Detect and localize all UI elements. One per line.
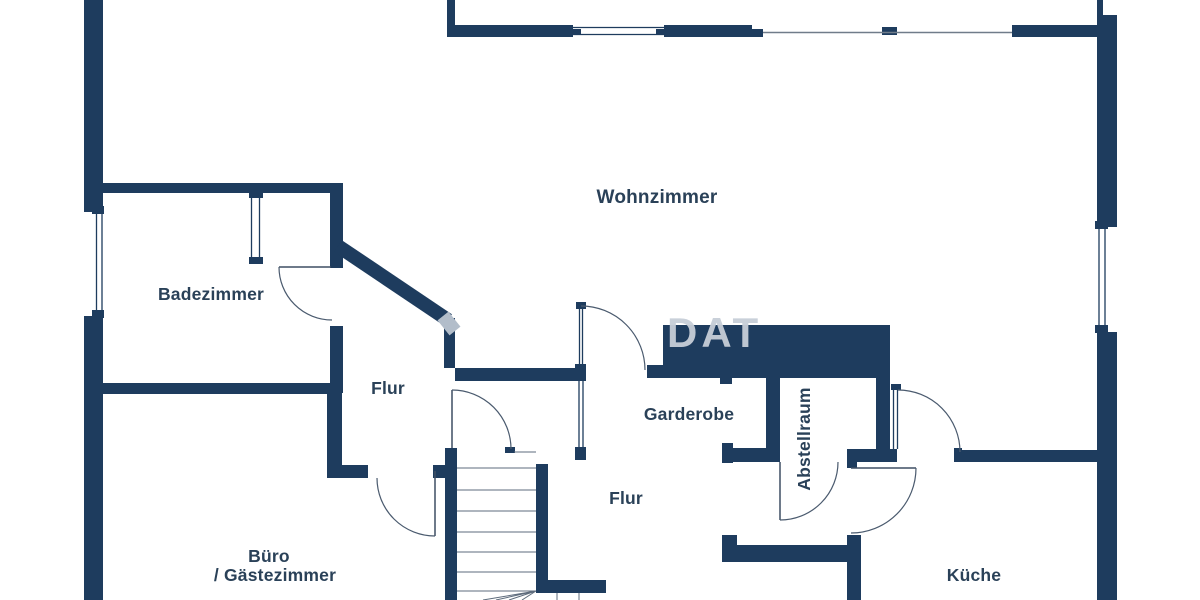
room-label-garderobe: Garderobe bbox=[644, 404, 734, 424]
interior-walls bbox=[100, 183, 1098, 600]
watermark-text: DAT bbox=[667, 309, 762, 356]
room-label-wohnzimmer: Wohnzimmer bbox=[597, 187, 718, 208]
room-label-kueche: Küche bbox=[947, 565, 1002, 585]
room-label-abstellraum: Abstellraum bbox=[794, 387, 814, 490]
door-leaves bbox=[279, 266, 916, 536]
diagonal-wall bbox=[334, 240, 452, 326]
stair-treads bbox=[457, 451, 580, 600]
wardrobe-block bbox=[663, 325, 890, 378]
door-swing-arcs bbox=[278, 266, 961, 537]
room-label-buero-line1: Büro bbox=[248, 546, 290, 566]
room-label-buero-line2: / Gästezimmer bbox=[214, 565, 336, 585]
room-label-flur-upper: Flur bbox=[371, 378, 405, 398]
window-glass-lines bbox=[95, 26, 1106, 449]
room-label-badezimmer: Badezimmer bbox=[158, 284, 264, 304]
stair-winder-lines bbox=[482, 590, 537, 600]
diagonal-wall-gray-piece bbox=[437, 311, 461, 336]
room-label-flur-lower: Flur bbox=[609, 488, 643, 508]
staircase bbox=[457, 451, 580, 600]
